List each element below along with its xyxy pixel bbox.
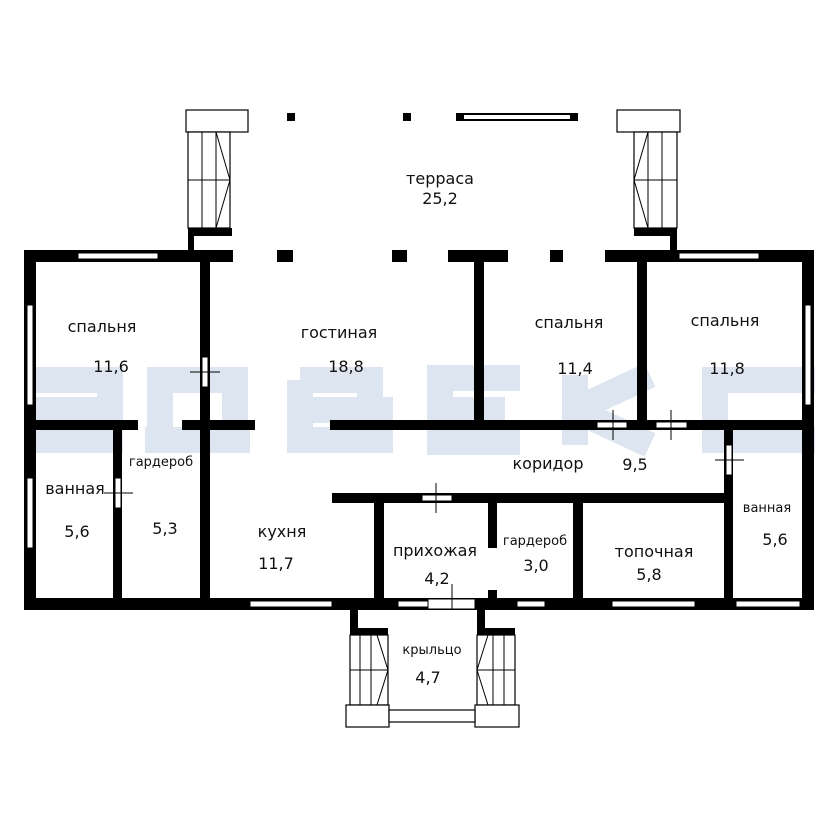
room-name: терраса bbox=[406, 169, 474, 188]
room-area: 18,8 bbox=[328, 357, 364, 376]
room-name: спальня bbox=[691, 311, 760, 330]
room-area: 4,7 bbox=[415, 668, 440, 687]
terrace-stairs-right bbox=[616, 109, 681, 252]
porch bbox=[345, 610, 520, 728]
terrace-stairs-left bbox=[185, 109, 249, 252]
room-area: 25,2 bbox=[422, 189, 458, 208]
room-area: 4,2 bbox=[424, 569, 449, 588]
room-area: 9,5 bbox=[622, 455, 647, 474]
room-name: спальня bbox=[68, 317, 137, 336]
doors bbox=[104, 356, 744, 609]
room-area: 5,3 bbox=[152, 519, 177, 538]
watermark-logo bbox=[25, 363, 815, 457]
room-name: прихожая bbox=[393, 541, 477, 560]
room-name: спальня bbox=[535, 313, 604, 332]
room-name: ванная bbox=[45, 479, 105, 498]
room-area: 11,6 bbox=[93, 357, 129, 376]
room-area: 5,6 bbox=[762, 530, 787, 549]
room-area: 5,6 bbox=[64, 522, 89, 541]
room-name: кухня bbox=[258, 522, 307, 541]
room-name: коридор bbox=[512, 454, 583, 473]
room-area: 5,8 bbox=[636, 565, 661, 584]
room-name: гардероб bbox=[129, 455, 193, 470]
room-name: топочная bbox=[615, 542, 694, 561]
terrace-post bbox=[403, 113, 411, 121]
room-name: гардероб bbox=[503, 534, 567, 549]
room-name: ванная bbox=[743, 501, 791, 516]
room-name: крыльцо bbox=[402, 643, 461, 658]
terrace bbox=[185, 109, 681, 252]
room-area: 11,7 bbox=[258, 554, 294, 573]
room-labels: терраса 25,2 спальня 11,6 гостиная 18,8 … bbox=[45, 169, 791, 687]
room-area: 11,4 bbox=[557, 359, 593, 378]
room-name: гостиная bbox=[301, 323, 378, 342]
windows bbox=[26, 252, 812, 610]
terrace-post bbox=[287, 113, 295, 121]
room-area: 3,0 bbox=[523, 556, 548, 575]
room-area: 11,8 bbox=[709, 359, 745, 378]
